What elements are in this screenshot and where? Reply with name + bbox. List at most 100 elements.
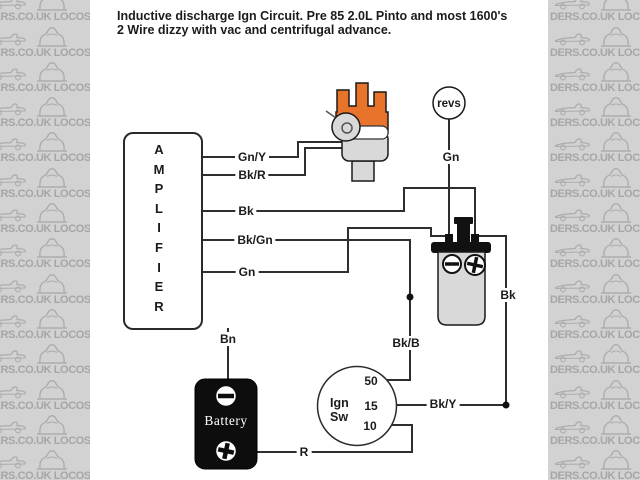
watermark-car-icons	[554, 96, 640, 117]
wire-gn-to-coil	[201, 227, 449, 273]
watermark-row: DERS.CO.UK LOCOSTB	[550, 377, 640, 412]
watermark-car-side-icon	[0, 174, 26, 187]
ignition-switch-circle	[316, 365, 398, 447]
watermark-row: DERS.CO.UK LOCOSTB	[0, 201, 90, 236]
distributor-shaft	[351, 160, 375, 182]
watermark-car-side-icon	[0, 421, 26, 434]
watermark-car-icons	[0, 414, 90, 435]
watermark-car-icons	[554, 449, 640, 470]
watermark-row: DERS.CO.UK LOCOSTB	[0, 95, 90, 130]
wire-label-gn: Gn	[235, 265, 259, 279]
wire-label-gn-coil: Gn	[439, 150, 463, 164]
watermark-text: DERS.CO.UK LOCOSTB	[550, 293, 640, 306]
watermark-row: DERS.CO.UK LOCOSTB	[0, 0, 90, 24]
watermark-text: DERS.CO.UK LOCOSTB	[0, 364, 90, 377]
watermark-car-front-icon	[601, 344, 631, 364]
amplifier-letter: P	[154, 181, 164, 197]
ignition-coil	[431, 217, 491, 326]
watermark-car-front-icon	[601, 273, 631, 294]
watermark-car-side-icon	[0, 138, 26, 151]
watermark-row: DERS.CO.UK LOCOSTB	[0, 24, 90, 59]
watermark-car-icons	[0, 96, 90, 117]
watermark-row: DERS.CO.UK LOCOSTB	[0, 165, 90, 200]
amplifier-letter: M	[153, 161, 165, 177]
junction-dot-bk-y	[502, 401, 510, 409]
watermark-car-front-icon	[37, 273, 67, 294]
watermark-car-icons	[554, 131, 640, 153]
watermark-car-side-icon	[554, 103, 590, 116]
watermark-car-icons	[554, 343, 640, 364]
watermark-car-side-icon	[554, 0, 590, 10]
coil-cap	[431, 242, 491, 253]
watermark-strip-right: DERS.CO.UK LOCOSTBDERS.CO.UK LOCOSTBDERS…	[548, 0, 640, 480]
watermark-row: DERS.CO.UK LOCOSTB	[0, 271, 90, 306]
diagram-title: Inductive discharge Ign Circuit. Pre 85 …	[117, 9, 507, 37]
watermark-car-icons	[554, 167, 640, 188]
watermark-car-icons	[554, 308, 640, 329]
watermark-row: DERS.CO.UK LOCOSTB	[550, 271, 640, 306]
switch-terminal-50: 50	[364, 374, 378, 388]
amplifier-box	[123, 132, 203, 330]
watermark-text: DERS.CO.UK LOCOSTB	[0, 399, 90, 412]
watermark-car-front-icon	[37, 61, 67, 82]
watermark-text: DERS.CO.UK LOCOSTB	[0, 258, 90, 271]
watermark-car-icons	[0, 202, 90, 223]
title-line-1: Inductive discharge Ign Circuit. Pre 85 …	[117, 9, 508, 23]
watermark-car-icons	[0, 308, 90, 329]
watermark-car-icons	[0, 237, 90, 259]
coil-terminal-post-left	[445, 234, 453, 243]
watermark-car-front-icon	[601, 238, 631, 259]
wire-bk-coil-to-junction	[475, 235, 507, 405]
watermark-car-icons	[0, 0, 90, 11]
watermark-car-side-icon	[554, 209, 590, 222]
watermark-text: DERS.CO.UK LOCOSTB	[0, 81, 90, 94]
battery-plus-symbol	[217, 442, 235, 460]
watermark-text: DERS.CO.UK LOCOSTB	[0, 434, 90, 447]
title-line-2: 2 Wire dizzy with vac and centrifugal ad…	[117, 23, 392, 37]
watermark-car-side-icon	[0, 456, 26, 469]
watermark-car-side-icon	[0, 103, 26, 116]
amplifier-letter: L	[155, 200, 163, 216]
amplifier-letter: I	[157, 259, 161, 275]
watermark-car-side-icon	[554, 174, 590, 187]
switch-terminal-10: 10	[363, 419, 377, 433]
watermark-text: DERS.CO.UK LOCOSTB	[0, 328, 90, 341]
watermark-text: DERS.CO.UK LOCOSTB	[0, 152, 90, 165]
watermark-car-front-icon	[601, 97, 631, 117]
wire-r	[236, 424, 413, 453]
watermark-row: DERS.CO.UK LOCOSTB	[550, 165, 640, 200]
watermark-car-front-icon	[37, 97, 67, 117]
watermark-car-side-icon	[0, 279, 26, 293]
watermark-car-icons	[0, 131, 90, 153]
watermark-row: DERS.CO.UK LOCOSTB	[550, 448, 640, 480]
watermark-row: DERS.CO.UK LOCOSTB	[550, 130, 640, 165]
watermark-row: DERS.CO.UK LOCOSTB	[0, 236, 90, 271]
watermark-text: DERS.CO.UK LOCOSTB	[550, 364, 640, 377]
watermark-tile-column: DERS.CO.UK LOCOSTBDERS.CO.UK LOCOSTBDERS…	[0, 0, 90, 480]
watermark-car-icons	[554, 379, 640, 400]
watermark-text: DERS.CO.UK LOCOSTB	[550, 328, 640, 341]
watermark-car-icons	[554, 237, 640, 259]
amplifier-letter: R	[154, 298, 164, 314]
watermark-text: DERS.CO.UK LOCOSTB	[550, 258, 640, 271]
watermark-car-side-icon	[554, 279, 590, 293]
battery-label: Battery	[204, 413, 248, 428]
watermark-car-icons	[0, 343, 90, 364]
watermark-car-front-icon	[601, 450, 631, 470]
watermark-row: DERS.CO.UK LOCOSTB	[550, 413, 640, 448]
watermark-row: DERS.CO.UK LOCOSTB	[0, 60, 90, 95]
wire-bk	[201, 187, 476, 236]
watermark-car-side-icon	[554, 315, 590, 328]
watermark-text: DERS.CO.UK LOCOSTB	[0, 11, 90, 24]
watermark-car-side-icon	[0, 209, 26, 222]
watermark-text: DERS.CO.UK LOCOSTB	[0, 187, 90, 200]
distributor	[325, 82, 389, 182]
watermark-car-front-icon	[601, 61, 631, 82]
watermark-car-icons	[554, 414, 640, 435]
watermark-car-front-icon	[37, 26, 67, 47]
watermark-car-icons	[554, 202, 640, 223]
watermark-car-front-icon	[601, 414, 631, 435]
watermark-row: DERS.CO.UK LOCOSTB	[550, 342, 640, 377]
watermark-text: DERS.CO.UK LOCOSTB	[550, 11, 640, 24]
watermark-tile-column: DERS.CO.UK LOCOSTBDERS.CO.UK LOCOSTBDERS…	[550, 0, 640, 480]
